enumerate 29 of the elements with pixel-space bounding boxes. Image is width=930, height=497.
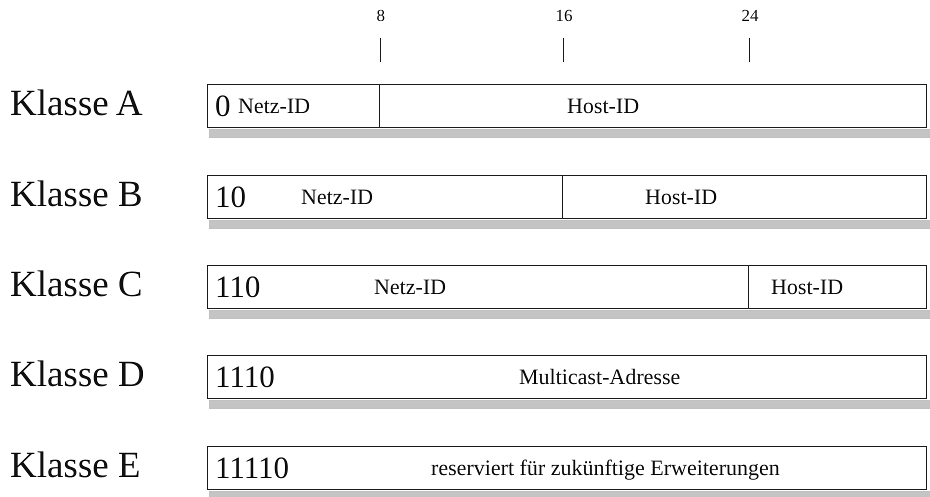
tick-label: 8	[376, 6, 385, 26]
bit-field	[207, 265, 749, 309]
field-label: Host-ID	[567, 92, 640, 120]
prefix-bits: 110	[215, 268, 260, 306]
bit-field	[207, 355, 927, 399]
field-label: reserviert für zukünftige Erweiterungen	[431, 454, 780, 482]
bit-field	[207, 84, 380, 128]
class-label: Klasse B	[10, 173, 143, 217]
prefix-bits: 10	[215, 178, 246, 216]
class-label: Klasse A	[10, 82, 143, 126]
class-label: Klasse E	[10, 444, 140, 488]
field-label: Netz-ID	[301, 183, 374, 211]
field-label: Multicast-Adresse	[519, 363, 680, 391]
class-label: Klasse D	[10, 353, 145, 397]
prefix-bits: 0	[215, 87, 230, 125]
bit-field	[379, 84, 927, 128]
field-label: Host-ID	[771, 273, 844, 301]
field-label: Netz-ID	[238, 92, 310, 120]
bit-field	[207, 175, 563, 219]
class-label: Klasse C	[10, 263, 143, 307]
bit-field	[748, 265, 927, 309]
prefix-bits: 1110	[215, 358, 275, 396]
field-label: Netz-ID	[374, 273, 446, 301]
prefix-bits: 11110	[215, 449, 290, 487]
tick-label: 16	[556, 6, 572, 26]
tick-label: 24	[742, 6, 758, 26]
bit-field	[562, 175, 927, 219]
field-label: Host-ID	[645, 183, 718, 211]
bit-field	[207, 446, 927, 490]
